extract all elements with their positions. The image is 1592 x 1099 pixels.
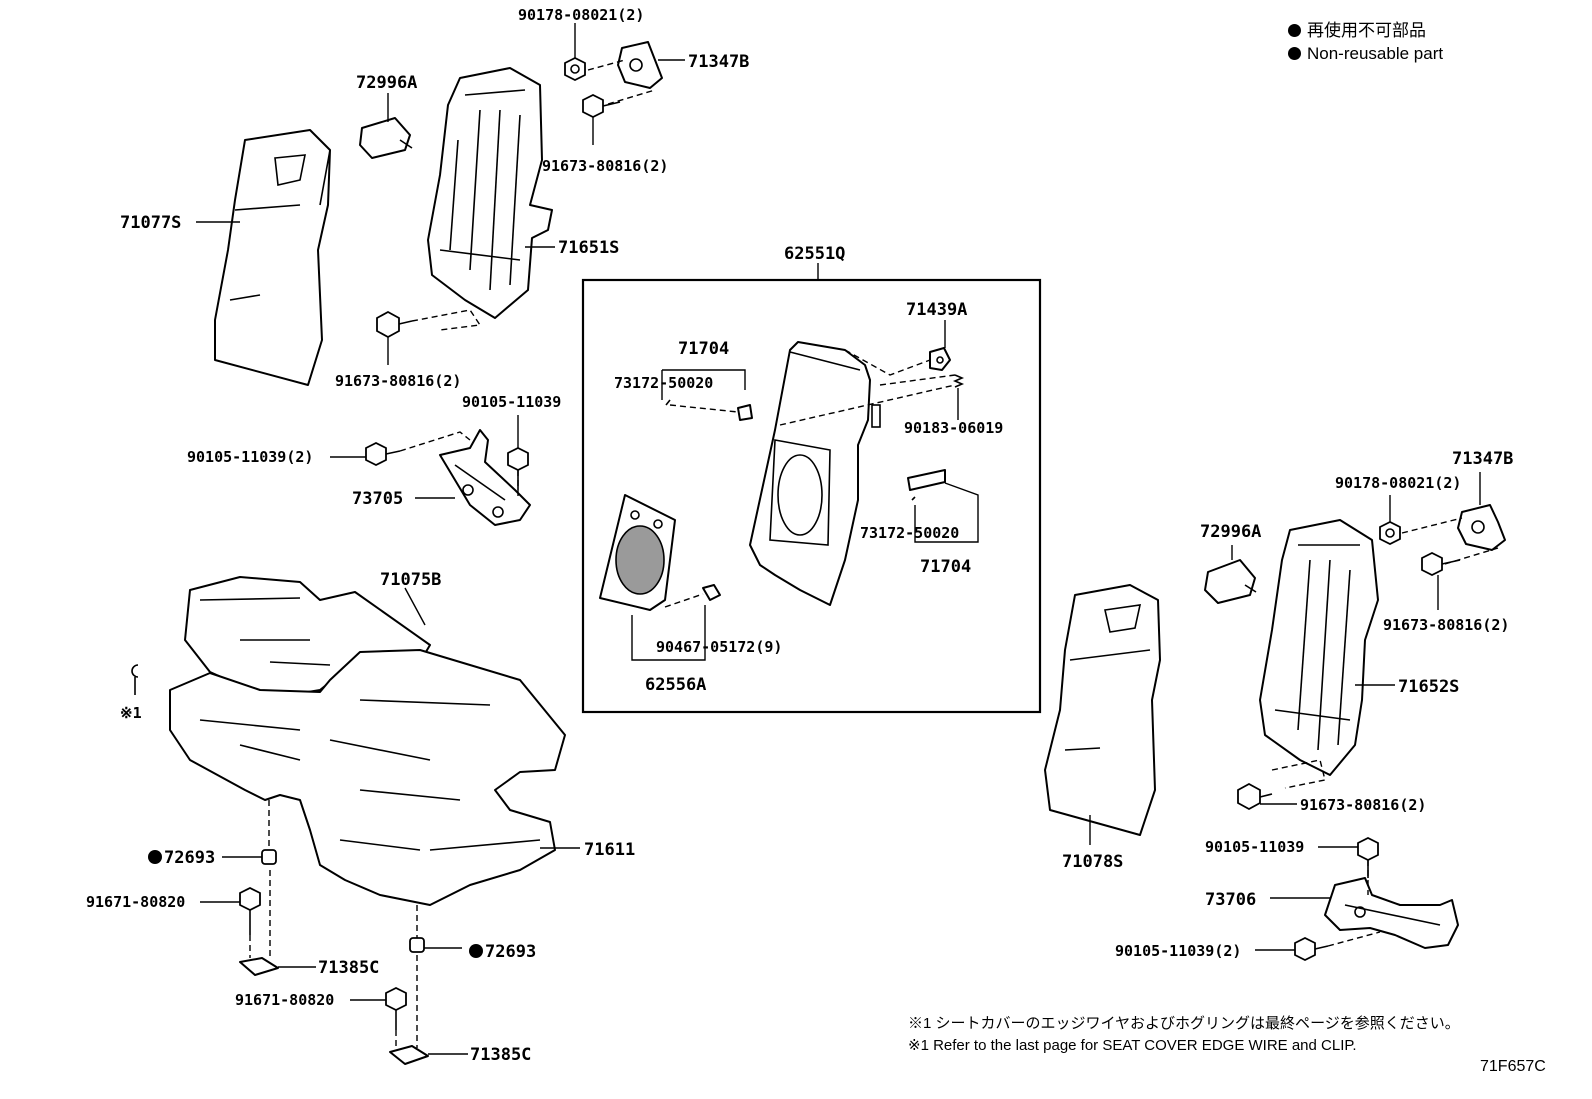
- legend-jp-text: 再使用不可部品: [1307, 21, 1426, 40]
- non-reusable-dot-icon: [1288, 47, 1301, 60]
- label-72996A-right: 72996A: [1200, 522, 1261, 542]
- label-72693-b: 72693: [485, 942, 536, 962]
- bolt-91673-bottom: [1237, 782, 1273, 811]
- label-91673-bottom: 91673-80816(2): [1300, 796, 1426, 814]
- label-62556A: 62556A: [645, 675, 706, 695]
- label-90183: 90183-06019: [904, 419, 1003, 437]
- seatback-cover-left: [214, 129, 331, 386]
- label-71347B-right: 71347B: [1452, 449, 1513, 469]
- label-73706: 73706: [1205, 890, 1256, 910]
- bolt-91673-right: [1421, 551, 1461, 577]
- seat-cushion-pad: [169, 649, 566, 906]
- label-71704-b: 71704: [920, 557, 971, 577]
- label-71652S: 71652S: [1398, 677, 1459, 697]
- label-71385C-b: 71385C: [470, 1045, 531, 1065]
- label-90467: 90467-05172(9): [656, 638, 782, 656]
- label-90105-d: 90105-11039(2): [1115, 942, 1241, 960]
- seatback-board-62551Q: [749, 341, 881, 606]
- figure-number: 71F657C: [1480, 1058, 1546, 1075]
- label-71077S: 71077S: [120, 213, 181, 233]
- speaker-grille-62556A: [599, 494, 676, 611]
- label-71385C-a: 71385C: [318, 958, 379, 978]
- bolt-91673-top: [582, 93, 621, 119]
- clip-72693-b: [409, 937, 425, 953]
- headrest-support-left: [359, 117, 413, 159]
- label-91673-top: 91673-80816(2): [542, 157, 668, 175]
- label-90105-b: 90105-11039(2): [187, 448, 313, 466]
- seatback-frame-right: [1259, 519, 1379, 776]
- label-72693-a: 72693: [164, 848, 215, 868]
- bolt-90105-d: [1294, 936, 1329, 962]
- label-73172-b: 73172-50020: [860, 524, 959, 542]
- bolt-91673-mid: [376, 310, 413, 339]
- nut-90178-right: [1379, 520, 1401, 546]
- seatback-frame-left: [427, 67, 553, 319]
- label-90178-right: 90178-08021(2): [1335, 474, 1461, 492]
- label-90178-top: 90178-08021(2): [518, 6, 644, 24]
- legend-en-text: Non-reusable part: [1307, 44, 1444, 63]
- label-72996A-left: 72996A: [356, 73, 417, 93]
- bracket-top: [617, 41, 663, 89]
- label-91671-b: 91671-80820: [235, 991, 334, 1009]
- label-62551Q: 62551Q: [784, 244, 845, 264]
- non-reusable-dot-a: [148, 850, 162, 864]
- seatback-cover-right: [1044, 584, 1161, 836]
- label-71611: 71611: [584, 840, 635, 860]
- bolt-90105-b: [365, 441, 401, 467]
- label-91673-right: 91673-80816(2): [1383, 616, 1509, 634]
- note-en: ※1 Refer to the last page for SEAT COVER…: [908, 1037, 1357, 1054]
- label-71651S: 71651S: [558, 238, 619, 258]
- bolt-91671-a: [239, 886, 261, 935]
- label-71075B: 71075B: [380, 570, 441, 590]
- label-90105-a: 90105-11039: [462, 393, 561, 411]
- legend-en: Non-reusable part: [1288, 43, 1443, 65]
- label-90105-c: 90105-11039: [1205, 838, 1304, 856]
- spring-90183: [952, 374, 965, 388]
- legend-jp: 再使用不可部品: [1288, 20, 1426, 42]
- nut-71439A: [929, 347, 951, 371]
- clip-71704-b: [907, 469, 946, 501]
- hinge-bracket-73706: [1324, 877, 1459, 949]
- label-71347B-top: 71347B: [688, 52, 749, 72]
- nut-90178-top: [564, 56, 586, 82]
- note-jp: ※1 シートカバーのエッジワイヤおよびホグリングは最終ページを参照ください。: [908, 1015, 1460, 1032]
- hinge-bracket-73705: [439, 429, 531, 526]
- label-73705: 73705: [352, 489, 403, 509]
- bracket-71385C-a: [239, 957, 279, 976]
- non-reusable-dot-icon: [1288, 24, 1301, 37]
- bracket-right: [1457, 504, 1506, 551]
- clip-90467: [702, 584, 721, 601]
- headrest-support-right: [1204, 559, 1257, 604]
- clip-71704-a: [665, 399, 753, 421]
- clip-symbol: [131, 664, 139, 695]
- label-clip-ref: ※1: [120, 704, 142, 722]
- label-73172-a: 73172-50020: [614, 374, 713, 392]
- leader-lines: [196, 23, 1481, 1055]
- bolt-91671-b: [385, 986, 407, 1030]
- clip-72693-a: [261, 849, 277, 865]
- label-71439A: 71439A: [906, 300, 967, 320]
- label-91673-mid: 91673-80816(2): [335, 372, 461, 390]
- non-reusable-dot-b: [469, 944, 483, 958]
- label-71078S: 71078S: [1062, 852, 1123, 872]
- label-91671-a: 91671-80820: [86, 893, 185, 911]
- bracket-71385C-b: [389, 1045, 429, 1065]
- assembly-box-62551Q: [581, 278, 1042, 714]
- label-71704-a: 71704: [678, 339, 729, 359]
